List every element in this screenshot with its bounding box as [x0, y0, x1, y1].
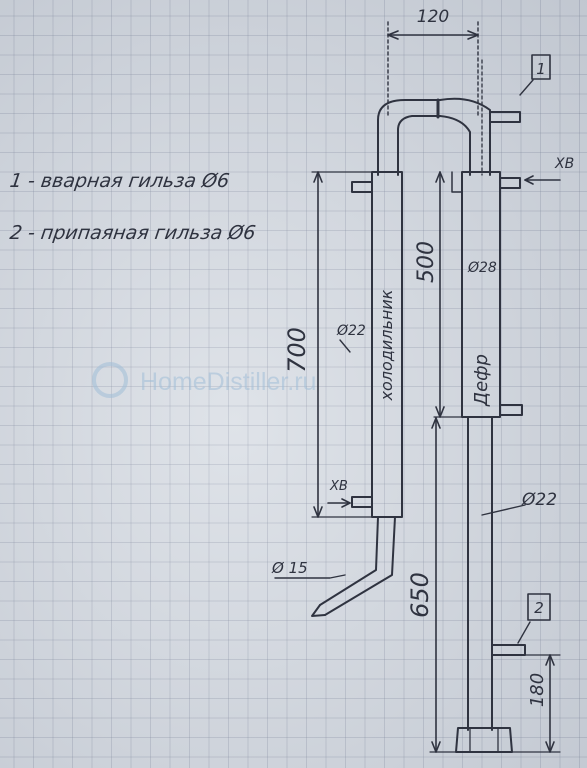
condenser-diameter-label: Ø22 [336, 323, 366, 339]
dim-180-label: 180 [527, 673, 548, 707]
watermark-logo-icon [92, 362, 128, 398]
dimension-650 [429, 417, 459, 753]
marker-2-sleeve [491, 593, 551, 656]
outlet-diameter-label: Ø 15 [271, 559, 308, 577]
dimension-120 [387, 21, 479, 119]
column-tube [455, 416, 526, 753]
jacket-diameter-label: Ø28 [467, 260, 497, 276]
condenser-body [311, 171, 403, 617]
vapor-bend-pipe [377, 59, 491, 176]
cold-water-bottom-label: ХВ [329, 479, 348, 494]
dimension-500 [433, 171, 463, 418]
condenser-label: холодильник [377, 289, 396, 401]
jacket-body [451, 171, 523, 418]
cold-water-top-label: ХВ [554, 156, 574, 172]
cold-water-bottom-arrow [327, 498, 351, 508]
dim-700-label: 700 [283, 327, 311, 373]
marker-1-sleeve [489, 54, 551, 123]
column-diameter-label: Ø22 [521, 490, 557, 510]
dim-650-label: 650 [406, 572, 434, 618]
dimension-180 [511, 654, 561, 753]
dimension-700 [311, 171, 373, 518]
dim-500-label: 500 [414, 241, 439, 283]
watermark: HomeDistiller.ru [140, 368, 317, 396]
marker-1-label: 1 [536, 60, 546, 78]
cold-water-top-arrow [524, 175, 561, 185]
marker-2-label: 2 [534, 599, 544, 617]
jacket-label: Дефр [471, 354, 492, 407]
dim-120-label: 120 [417, 7, 449, 27]
